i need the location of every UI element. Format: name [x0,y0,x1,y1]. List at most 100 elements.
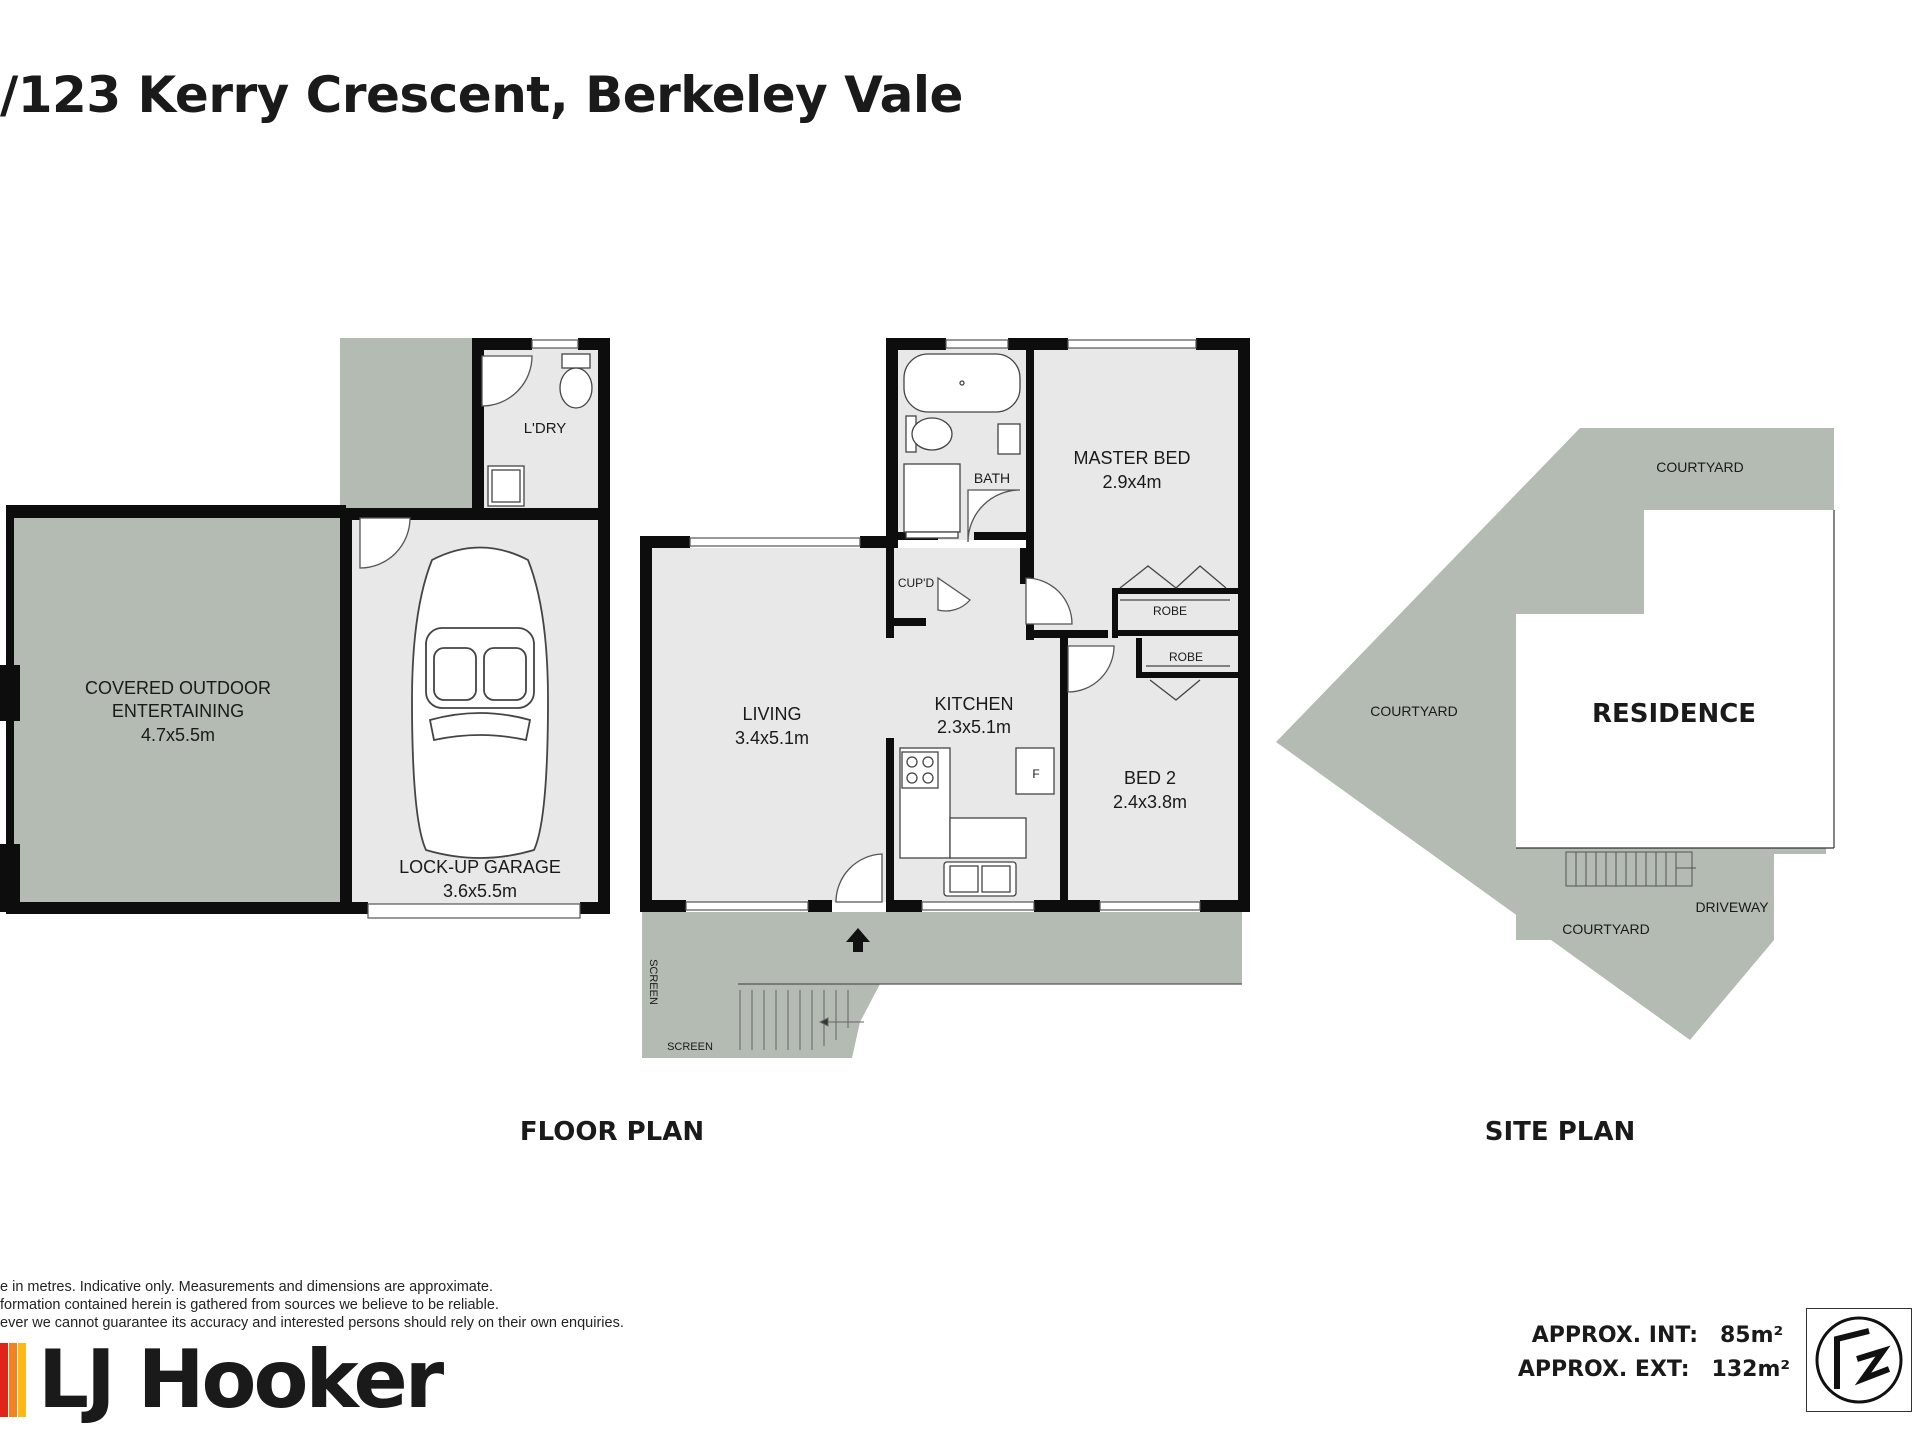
wall [0,844,20,912]
wall [640,900,686,912]
label-driveway: DRIVEWAY [1695,899,1769,915]
disclaimer-line: e in metres. Indicative only. Measuremen… [0,1279,493,1295]
wall [640,536,652,912]
disclaimer-line: ever we cannot guarantee its accuracy an… [0,1315,624,1331]
external-area-value: 132m² [1711,1356,1790,1382]
door-swing [835,853,883,903]
brand-name: LJ Hooker [38,1333,444,1426]
shower-edge [905,531,959,539]
wall [6,902,368,914]
front-deck-area [642,912,1242,984]
side-yard-area [340,338,474,508]
wall [1112,588,1118,638]
burner [922,772,934,784]
wall [1136,638,1142,678]
label-living-size: 3.4x5.1m [735,728,809,748]
label-screen-side: SCREEN [647,959,659,1005]
label-master-bed: MASTER BED [1073,448,1190,468]
car-icon [411,546,549,859]
brand-stripes [0,1341,28,1419]
walls [0,338,1250,914]
wall [1112,630,1238,636]
label-fridge: F [1032,767,1039,781]
laundry-toilet-bowl [559,367,593,409]
window [685,901,809,911]
disclaimer: e in metres. Indicative only. Measuremen… [0,1278,624,1332]
disclaimer-line: formation contained herein is gathered f… [0,1297,499,1313]
label-courtyard-left: COURTYARD [1370,703,1457,719]
windows [367,339,1242,985]
label-garage-size: 3.6x5.5m [443,881,517,901]
label-living: LIVING [742,704,801,724]
outdoor-areas [8,338,1242,1058]
label-screen-bottom: SCREEN [667,1041,713,1053]
label-residence: RESIDENCE [1592,699,1756,729]
wall [886,338,898,548]
wall [1238,338,1250,912]
wall [340,508,352,912]
wall [598,338,610,912]
toilet-bowl [911,417,953,451]
wall [886,540,894,638]
label-covered-outdoor-size: 4.7x5.5m [141,725,215,745]
wall [1020,548,1026,584]
label-cupboard: CUP'D [898,576,935,590]
window [1099,901,1201,911]
driveway-area [1516,848,1826,940]
wall [578,338,610,350]
robe-doors [1119,565,1227,589]
site-plan-heading: SITE PLAN [1485,1117,1635,1147]
wall [216,505,346,518]
wall [640,536,690,548]
doors [359,355,1115,903]
site-stairs [1565,851,1696,887]
wall [472,338,484,516]
label-kitchen-size: 2.3x5.1m [937,717,1011,737]
sink-bowl [949,865,979,893]
wall [974,532,1026,540]
floor-plan-heading: FLOOR PLAN [520,1117,704,1147]
wall [886,618,926,626]
door-swing [967,489,1021,543]
wall [472,338,532,350]
area-summary: APPROX. INT: 85m² APPROX. EXT: 132m² [1518,1318,1790,1386]
wall [1196,338,1250,350]
wall [1026,338,1034,588]
garage-door [367,903,581,919]
fridge [1015,747,1055,795]
robe-doors [1149,679,1201,701]
arrow-up-icon [846,928,870,952]
label-master-bed-size: 2.9x4m [1102,472,1161,492]
shower [903,463,961,533]
sink-bowl [981,865,1011,893]
label-robe-bed2: ROBE [1169,650,1203,664]
master-bed-floor [1030,348,1238,634]
wall [886,338,946,350]
room-labels: COVERED OUTDOOR ENTERTAINING 4.7x5.5m LO… [85,420,1769,1147]
area-row-internal: APPROX. INT: 85m² [1518,1318,1790,1352]
wall [0,665,20,721]
covered-outdoor-area [8,508,340,912]
label-bath: BATH [974,470,1010,486]
kitchen-bench-corner [949,817,1027,859]
door-swing [481,355,533,407]
residence-block [1516,614,1834,848]
fixtures [487,353,1230,897]
wall [1136,672,1238,678]
window [921,901,1035,911]
wall [1026,630,1108,638]
laundry-tub-inner [491,469,521,503]
wall [1060,636,1068,912]
wall [580,902,610,914]
property-address-title: /123 Kerry Crescent, Berkeley Vale [0,66,963,124]
door-swing [1025,577,1073,625]
label-bed2-size: 2.4x3.8m [1113,792,1187,812]
laundry-toilet-cistern [561,353,591,369]
wall [886,900,922,912]
lj-hooker-logo: LJ Hooker [0,1333,444,1426]
internal-area-value: 85m² [1720,1322,1784,1348]
wall [1112,588,1238,594]
burner [922,756,934,768]
brand-stripe-yellow [18,1343,26,1417]
